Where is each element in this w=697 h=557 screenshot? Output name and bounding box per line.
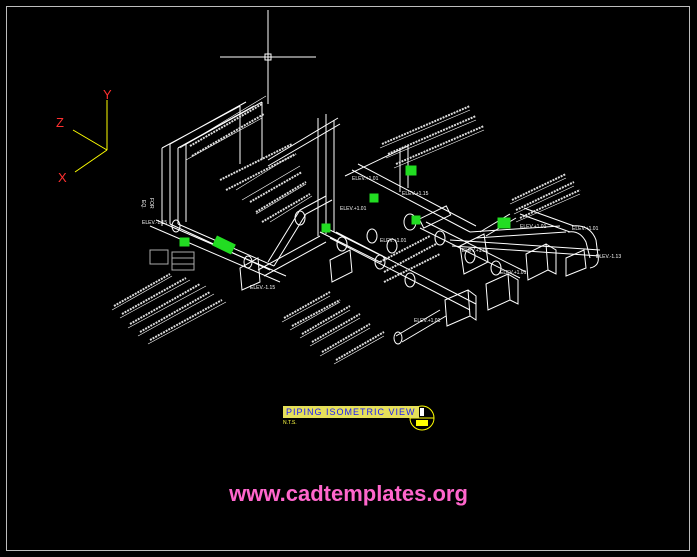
- elevation-label: ELEV.+1.01: [340, 206, 367, 212]
- annotation-leaders: [111, 95, 581, 365]
- elevation-label: ELEV.+1.01: [520, 224, 547, 230]
- ucs-y-label: Y: [103, 87, 112, 102]
- elevation-label: ELEV.+1.01: [500, 270, 527, 276]
- valve-3: [369, 193, 379, 203]
- elevation-label: ELEV.+1.15: [402, 191, 429, 197]
- elevation-label: ELEV.-1.15: [142, 220, 167, 226]
- side-note-line1: FOR: [148, 198, 154, 209]
- elevation-label: ELEV.-1.15: [250, 285, 275, 291]
- annotation-notes: [113, 103, 581, 361]
- drawing-title-block: PIPING ISOMETRIC VIEW N.T.S.: [283, 406, 419, 426]
- elevation-label: ELEV.+1.01: [414, 318, 441, 324]
- valve-2: [212, 235, 236, 255]
- title-symbol: [409, 405, 435, 431]
- drawing-title: PIPING ISOMETRIC VIEW: [283, 406, 419, 418]
- pipe-fittings: [149, 210, 502, 288]
- valve-6: [497, 217, 511, 229]
- side-note-line2: EQ.: [140, 200, 146, 209]
- elevation-label: ELEV.+1.01: [462, 248, 489, 254]
- elevation-label: ELEV.+1.01: [572, 226, 599, 232]
- valve-4: [321, 223, 331, 233]
- drawing-scale-note: N.T.S.: [283, 420, 297, 426]
- watermark-url: www.cadtemplates.org: [229, 481, 468, 506]
- valve-1: [179, 237, 190, 247]
- ucs-z-label: Z: [56, 115, 64, 130]
- valve-group: [179, 165, 511, 255]
- pipe-network: [149, 101, 601, 345]
- valve-5: [405, 165, 417, 176]
- elevation-label: ELEV.+1.01: [380, 238, 407, 244]
- crosshair-cursor: [220, 10, 316, 104]
- elevation-labels: ELEV.+1.01 ELEV.+1.15 ELEV.-1.15 ELEV.+1…: [140, 176, 621, 324]
- drawing-border: [6, 6, 690, 551]
- ucs-icon: Y Z X: [56, 87, 112, 185]
- valve-7: [411, 215, 421, 225]
- elevation-label: ELEV.+1.01: [352, 176, 379, 182]
- elevation-label: ELEV.-1.13: [596, 254, 621, 260]
- ucs-x-label: X: [58, 170, 67, 185]
